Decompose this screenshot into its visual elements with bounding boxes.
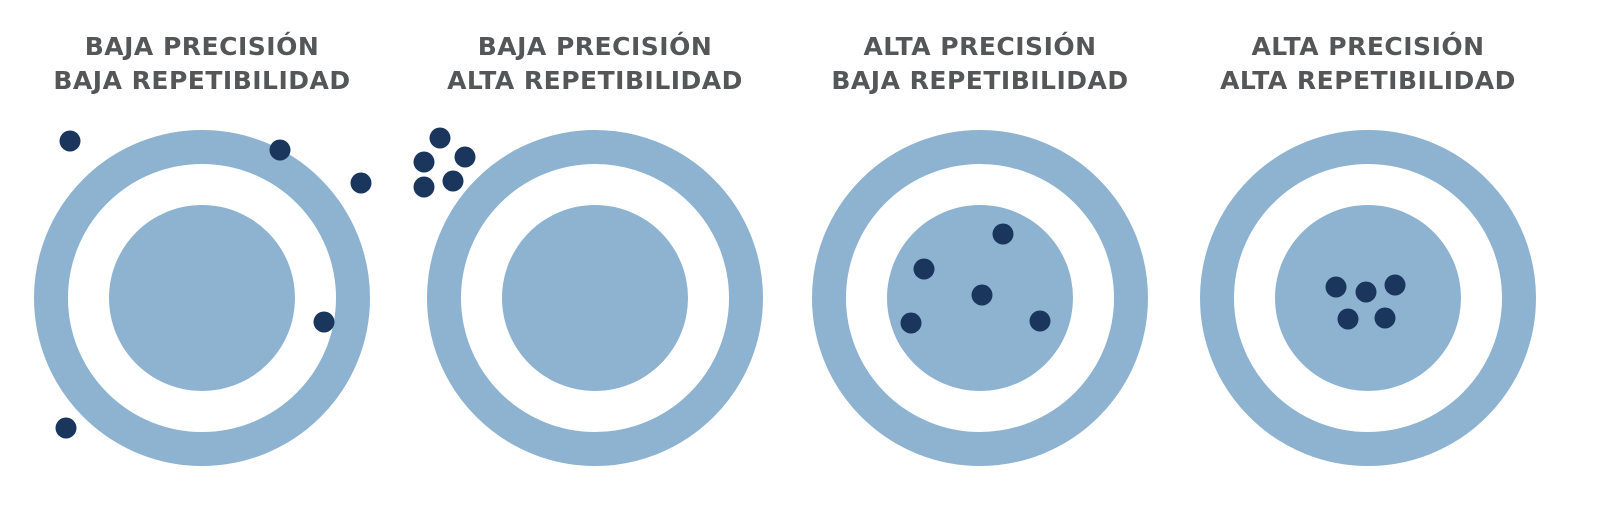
shot-dot — [1374, 307, 1396, 329]
precision-label: ALTA PRECISIÓN — [1251, 32, 1485, 61]
panel-title-4: ALTA PRECISIÓN ALTA REPETIBILIDAD — [1168, 30, 1568, 98]
target-bullseye — [502, 205, 688, 391]
shot-dot — [413, 176, 435, 198]
shot-dot — [1029, 310, 1051, 332]
target-bullseye — [109, 205, 295, 391]
precision-label: ALTA PRECISIÓN — [863, 32, 1097, 61]
panel-title-1: BAJA PRECISIÓN BAJA REPETIBILIDAD — [2, 30, 402, 98]
shot-dot — [59, 130, 81, 152]
shot-dot — [350, 172, 372, 194]
target-outer-ring — [427, 130, 763, 466]
shot-dot — [900, 312, 922, 334]
shot-dot — [1384, 274, 1406, 296]
target-outer-ring — [1200, 130, 1536, 466]
target-outer-ring — [812, 130, 1148, 466]
repeatability-label: BAJA REPETIBILIDAD — [831, 66, 1129, 95]
shot-dot — [442, 170, 464, 192]
repeatability-label: BAJA REPETIBILIDAD — [53, 66, 351, 95]
shot-dot — [429, 127, 451, 149]
shot-dot — [413, 151, 435, 173]
repeatability-label: ALTA REPETIBILIDAD — [447, 66, 743, 95]
shot-dot — [55, 417, 77, 439]
shot-dot — [269, 139, 291, 161]
shot-dot — [313, 311, 335, 333]
shot-dot — [1355, 281, 1377, 303]
repeatability-label: ALTA REPETIBILIDAD — [1220, 66, 1516, 95]
shot-dot — [992, 223, 1014, 245]
shot-dot — [971, 284, 993, 306]
target-outer-ring — [34, 130, 370, 466]
panel-title-2: BAJA PRECISIÓN ALTA REPETIBILIDAD — [395, 30, 795, 98]
precision-label: BAJA PRECISIÓN — [477, 32, 713, 61]
shot-dot — [1325, 276, 1347, 298]
shot-dot — [454, 146, 476, 168]
shot-dot — [1337, 308, 1359, 330]
precision-label: BAJA PRECISIÓN — [84, 32, 320, 61]
panel-title-3: ALTA PRECISIÓN BAJA REPETIBILIDAD — [780, 30, 1180, 98]
shot-dot — [913, 258, 935, 280]
